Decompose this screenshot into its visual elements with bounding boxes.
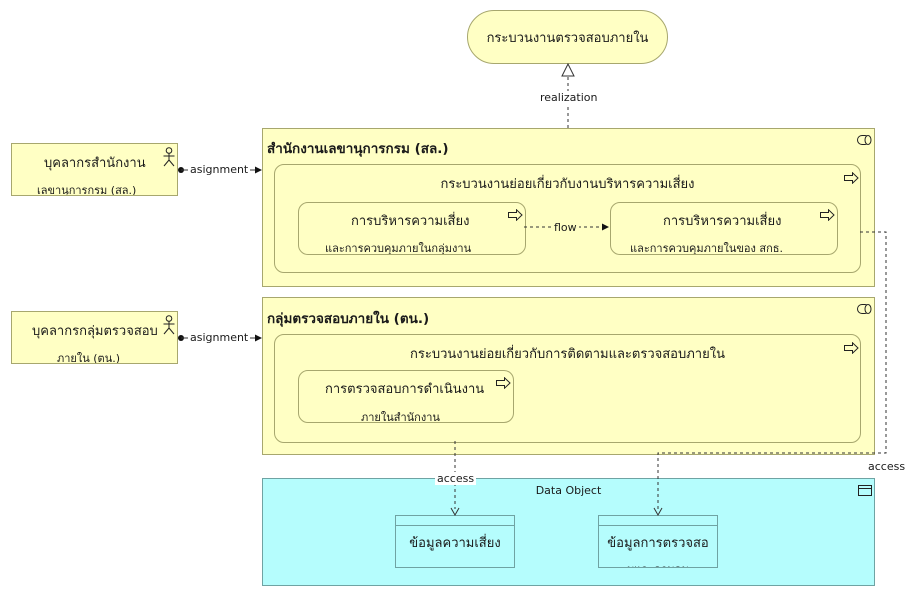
process-risk-division-line1: การบริหารความเสี่ยง: [351, 214, 470, 229]
access-label-2: access: [866, 460, 908, 473]
process-operations-audit[interactable]: การตรวจสอบการดำเนินงาน ภายในสำนักงาน: [298, 370, 514, 423]
actor-secretariat-staff[interactable]: บุคลากรสำนักงาน เลขานุการกรม (สล.): [11, 143, 178, 196]
subprocess-monitoring-label: กระบวนงานย่อยเกี่ยวกับการติดตามและตรวจสอ…: [410, 347, 725, 362]
data-audit-control[interactable]: ข้อมูลการตรวจสอ บและควบคุม: [598, 515, 718, 568]
process-arrow-icon: [844, 172, 859, 184]
group-internal-audit-title: กลุ่มตรวจสอบภายใน (ตน.): [267, 311, 430, 327]
data-risk-label: ข้อมูลความเสี่ยง: [409, 536, 501, 551]
actor-icon: [163, 315, 175, 335]
process-risk-division-line2: และการควบคุมภายในกลุ่มงาน: [325, 242, 472, 255]
process-operations-audit-line2: ภายในสำนักงาน: [361, 411, 440, 423]
data-object-icon: [858, 485, 872, 496]
process-arrow-icon: [844, 342, 859, 354]
process-operations-audit-line1: การตรวจสอบการดำเนินงาน: [325, 382, 485, 397]
process-arrow-icon: [496, 377, 511, 389]
subprocess-risk-management[interactable]: กระบวนงานย่อยเกี่ยวกับงานบริหารความเสี่ย…: [274, 164, 861, 273]
realization-label: realization: [538, 91, 600, 104]
actor-icon: [163, 147, 175, 167]
process-risk-office-line2: และการควบคุมภายในของ สกธ.: [630, 242, 783, 255]
actor-audit-line1: บุคลากรกลุ่มตรวจสอบ: [32, 324, 158, 339]
group-secretariat[interactable]: สำนักงานเลขานุการกรม (สล.) กระบวนงานย่อย…: [262, 128, 875, 287]
access-label-1: access: [435, 472, 477, 485]
group-data-objects[interactable]: Data Object ข้อมูลความเสี่ยง ข้อมูลการตร…: [262, 478, 875, 586]
process-internal-audit-label: กระบวนงานตรวจสอบภายใน: [486, 31, 649, 46]
process-arrow-icon: [508, 209, 523, 221]
group-secretariat-title: สำนักงานเลขานุการกรม (สล.): [267, 141, 449, 157]
subprocess-monitoring[interactable]: กระบวนงานย่อยเกี่ยวกับการติดตามและตรวจสอ…: [274, 334, 861, 443]
process-risk-division[interactable]: การบริหารความเสี่ยง และการควบคุมภายในกลุ…: [298, 202, 526, 255]
process-arrow-icon: [820, 209, 835, 221]
business-role-icon: [857, 135, 872, 145]
data-audit-control-line2: บและควบคุม: [599, 560, 717, 567]
flow-label: flow: [552, 221, 579, 234]
data-risk[interactable]: ข้อมูลความเสี่ยง: [395, 515, 515, 568]
data-object-header-line: [396, 525, 514, 526]
assignment-label-1: asignment: [188, 163, 251, 176]
actor-secretariat-line1: บุคลากรสำนักงาน: [44, 156, 146, 171]
process-risk-office[interactable]: การบริหารความเสี่ยง และการควบคุมภายในของ…: [610, 202, 838, 255]
process-risk-office-line1: การบริหารความเสี่ยง: [663, 214, 782, 229]
process-internal-audit[interactable]: กระบวนงานตรวจสอบภายใน: [467, 10, 668, 64]
subprocess-risk-label: กระบวนงานย่อยเกี่ยวกับงานบริหารความเสี่ย…: [440, 177, 695, 192]
actor-secretariat-line2: เลขานุการกรม (สล.): [37, 184, 137, 196]
group-internal-audit[interactable]: กลุ่มตรวจสอบภายใน (ตน.) กระบวนงานย่อยเกี…: [262, 297, 875, 455]
actor-audit-line2: ภายใน (ตน.): [57, 352, 121, 364]
actor-audit-staff[interactable]: บุคลากรกลุ่มตรวจสอบ ภายใน (ตน.): [11, 311, 178, 364]
data-audit-control-line1: ข้อมูลการตรวจสอ: [607, 536, 709, 551]
business-role-icon: [857, 304, 872, 314]
assignment-label-2: asignment: [188, 331, 251, 344]
data-object-header-line: [599, 525, 717, 526]
group-data-objects-title: Data Object: [535, 484, 602, 497]
